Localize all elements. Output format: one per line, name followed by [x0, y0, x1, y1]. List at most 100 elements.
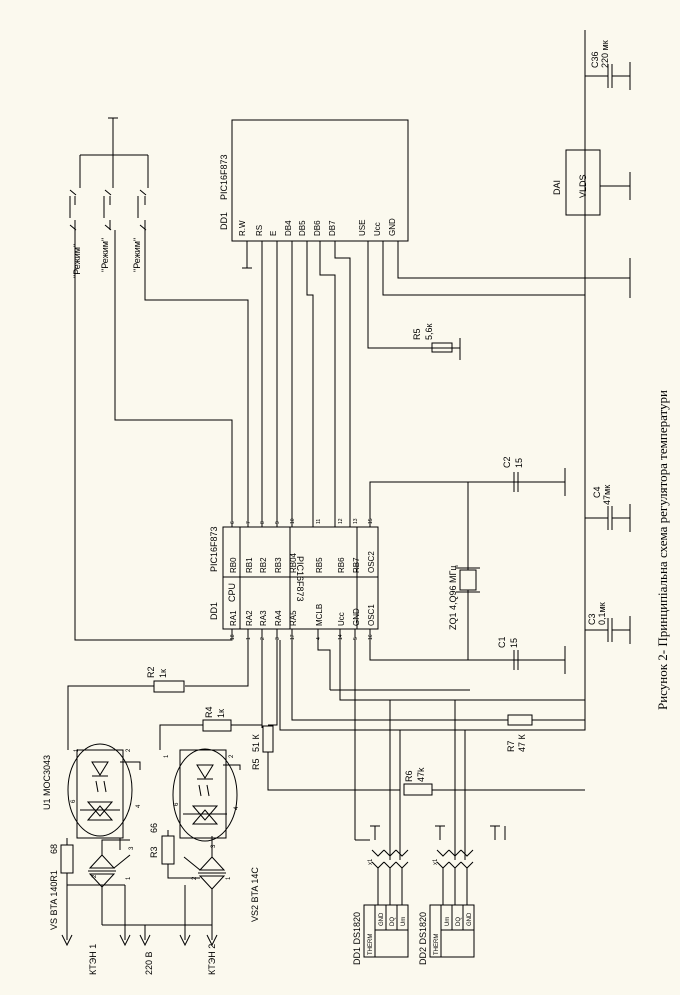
mcu-pin-num: 7 — [246, 521, 252, 524]
mcu-core: PIC16F873 — [295, 556, 305, 602]
figure-caption: Рисунок 2- Принципіальна схема регулятор… — [655, 390, 670, 710]
opto1-pin1: 1 — [74, 748, 80, 752]
lcd-pin-db4: DB4 — [284, 220, 293, 236]
mcu-pin-ucc: Ucc — [337, 612, 346, 626]
lcd-pin-db7: DB7 — [328, 220, 337, 236]
sensor-dd2-label: DD2 DS1820 — [418, 912, 428, 965]
sensor-bus — [330, 666, 500, 860]
optocoupler-1: 1 2 6 4 — [67, 743, 142, 839]
sensor-dd2-gnd: GND — [467, 912, 473, 926]
triac-label: VS2 BTA 14C — [250, 867, 260, 922]
lcd-pin-rw: R.W — [238, 220, 247, 236]
mcu-pin-num: 3 — [275, 637, 281, 640]
sensor-dd1-label: DD1 DS1820 — [352, 912, 362, 965]
button-block — [69, 117, 149, 231]
r6-value: 47k — [416, 767, 426, 782]
r4-value: 1к — [216, 709, 226, 718]
resistor-r2: R2 1к — [146, 666, 185, 693]
mcu-pin-num: 18 — [230, 634, 236, 640]
opto1-pin4: 4 — [136, 804, 142, 808]
mcu-pin-num: 16 — [368, 634, 374, 640]
button-label-1: "Режим" — [72, 244, 82, 278]
sensor-dd1-gnd: GND — [379, 912, 385, 926]
mcu-pin-ra3: RA3 — [259, 610, 268, 626]
mcu-type: PIC16F873 — [209, 526, 219, 572]
mcu-pin-num: 1 — [246, 637, 252, 640]
mcu-pin-num: 2 — [260, 637, 266, 640]
r1-ref: VS BTA 140R1 — [49, 870, 59, 930]
power-rail — [279, 30, 631, 731]
mcu-pin-rb5: RB5 — [315, 557, 324, 573]
regulator-type: VLDS — [578, 174, 588, 198]
resistor-r7: R7 47 К — [506, 714, 533, 752]
c4-value: 47мк — [602, 485, 612, 505]
lcd-ref: DD1 — [219, 212, 229, 230]
lcd-pin-gnd: GND — [388, 218, 397, 236]
optocoupler-label: U1 МОС3043 — [42, 755, 52, 810]
mcu-pin-num: 4 — [316, 637, 322, 640]
sensor-dd1: DD1 DS1820 THERM GND DQ Um — [352, 904, 409, 965]
terminal-ktzn1: КТЭН 1 — [88, 944, 98, 975]
r7-ref: R7 — [506, 740, 516, 752]
r3-value: 66 — [149, 823, 159, 833]
sensor-dd2-dq: DQ — [456, 917, 462, 926]
r5-bottom-ref: R5 — [251, 758, 261, 770]
mcu-pin-rb1: RB1 — [245, 557, 254, 573]
opto1-pin6: 6 — [71, 799, 77, 803]
crystal-label: ZQ1 4,Q96 МГц — [448, 565, 458, 630]
sensor-dd2: DD2 DS1820 THERM Um DQ GND — [418, 904, 475, 965]
power-wires — [66, 830, 213, 940]
opto2-pin4: 4 — [234, 806, 240, 810]
c36-ref: C36 — [590, 51, 600, 68]
mcu-pin-rb2: RB2 — [259, 557, 268, 573]
resistor-r5-bottom: R5 51 К — [251, 725, 274, 770]
r6-ref: R6 — [404, 770, 414, 782]
resistor-r6: R6 47k — [403, 767, 433, 796]
mcu-pin-num: 6 — [230, 521, 236, 524]
capacitor-c1: C1 15 — [497, 636, 519, 670]
mcu-pin-ra5: RA5 — [289, 610, 298, 626]
triac1-pin3: 3 — [129, 846, 135, 850]
capacitor-c2: C2 15 — [502, 456, 524, 492]
mcu-pin-ra1: RA1 — [229, 610, 238, 626]
mcu-pin-mclb: MCLB — [315, 604, 324, 626]
r3-ref: R3 — [149, 846, 159, 858]
triac1-pin1: 1 — [126, 876, 132, 880]
lcd-pin-e: E — [269, 231, 278, 236]
mcu-pin-rb7: RB7 — [352, 557, 361, 573]
mcu-pin-num: 9 — [275, 521, 281, 524]
mcu-pin-num: 13 — [353, 518, 359, 524]
r5-top-value: 5,6к — [424, 323, 434, 340]
sensor-dd2-therm: THERM — [434, 934, 440, 955]
mcu-wiring — [74, 230, 585, 728]
c1-value: 15 — [509, 638, 519, 648]
mcu-pin-num: 11 — [316, 519, 322, 524]
triac-2: 3 2 1 — [183, 836, 232, 925]
mcu-pin-num: 17 — [290, 634, 296, 640]
regulator: VLDS DAI — [552, 149, 601, 216]
mcu-pin-num: 14 — [338, 634, 344, 640]
lcd-pin-db5: DB5 — [298, 220, 307, 236]
c1-ref: C1 — [497, 636, 507, 648]
lcd-pin-use: USE — [358, 220, 367, 236]
terminal-arrows — [61, 934, 218, 947]
c4-ref: C4 — [592, 486, 602, 498]
lcd-pin-db6: DB6 — [313, 220, 322, 236]
mcu-pin-rb3: RB3 — [274, 557, 283, 573]
button-label-3: "Режим" — [132, 238, 142, 272]
mcu-pin-osc2: OSC2 — [367, 551, 376, 573]
r5-top-ref: R5 — [412, 328, 422, 340]
resistor-r1: VS BTA 140R1 68 — [49, 844, 74, 930]
r2-value: 1к — [158, 669, 168, 678]
mcu-pin-num: 5 — [353, 637, 359, 640]
mcu-cpu: CPU — [227, 583, 237, 602]
resistor-r4: R4 1к — [202, 706, 232, 732]
triac2-pin3: 3 — [211, 844, 217, 848]
c36-value: 220 мк — [600, 40, 610, 68]
lcd-type: PIC16F873 — [219, 154, 229, 200]
c3-value: 0,1мк — [597, 602, 607, 625]
opto2-pin6: 6 — [174, 802, 180, 806]
button-label-2: "Режим" — [100, 238, 110, 272]
mcu-pin-ra4: RA4 — [274, 610, 283, 626]
